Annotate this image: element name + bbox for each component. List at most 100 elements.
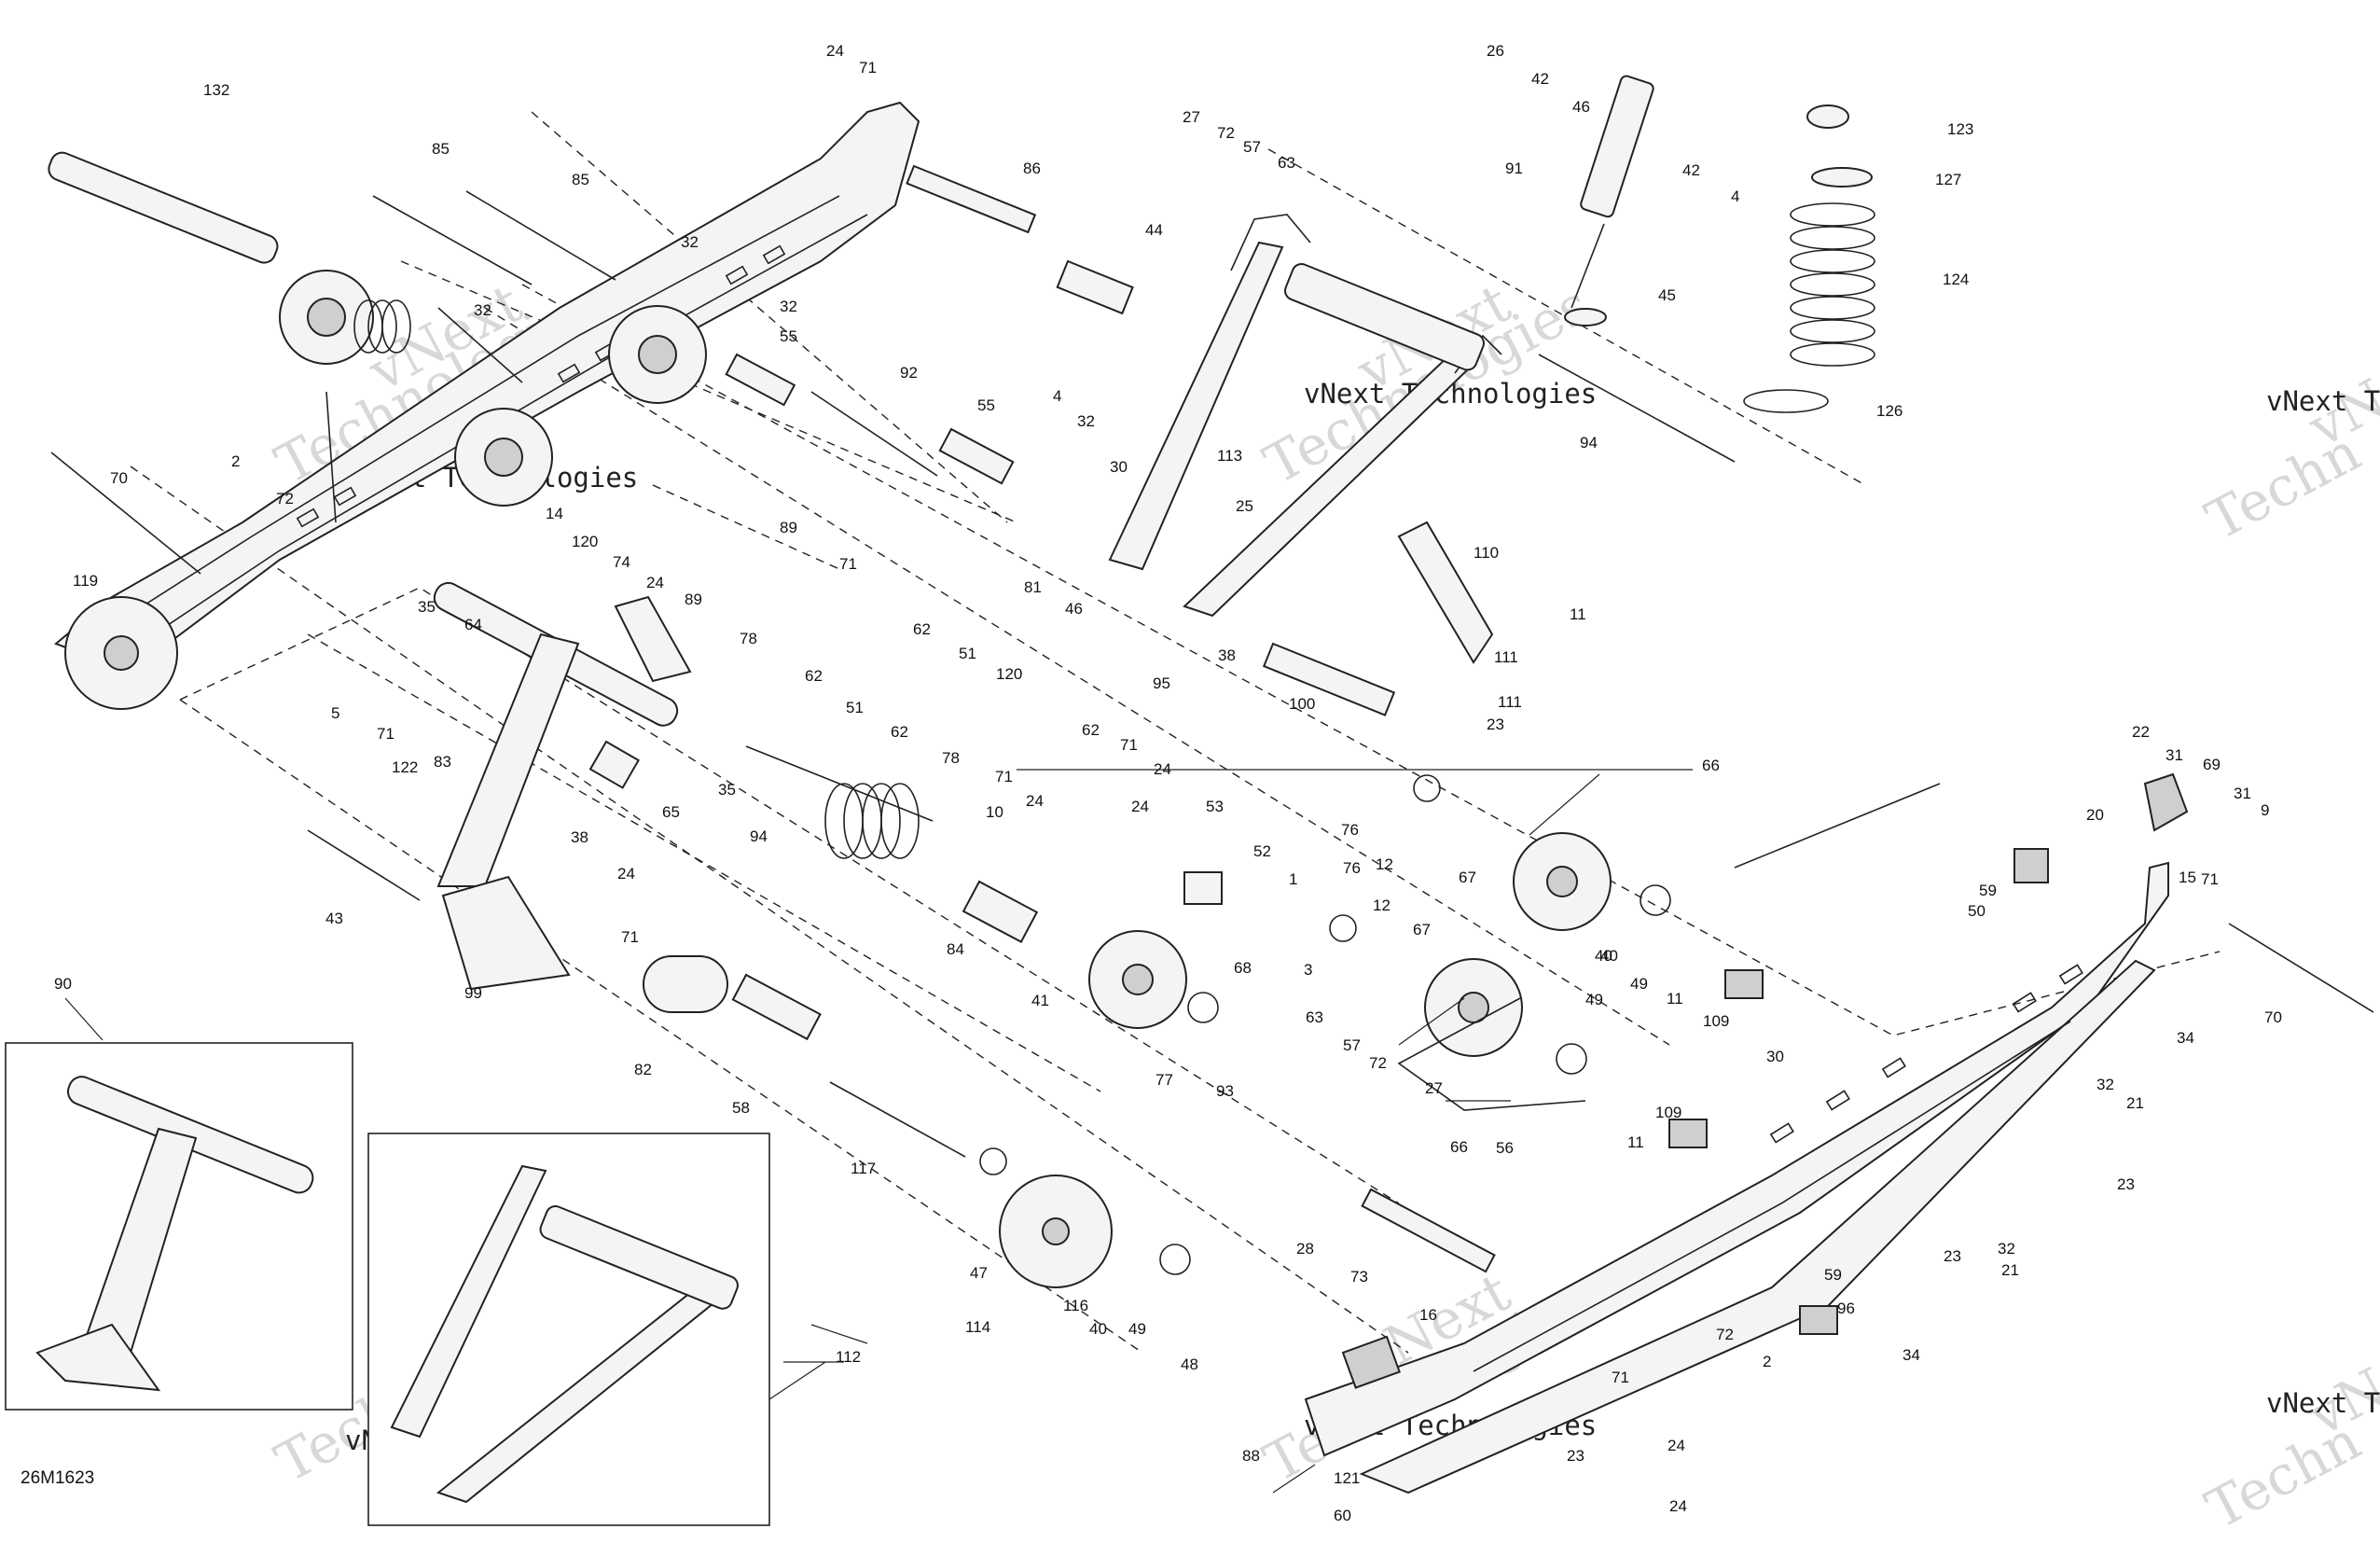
part-number: 47: [970, 1264, 988, 1282]
part-number: 5: [331, 704, 339, 722]
part-number: 92: [900, 364, 918, 382]
part-number: 76: [1343, 859, 1361, 877]
part-number: 59: [1824, 1266, 1842, 1284]
part-number: 14: [546, 505, 563, 522]
front-arm-assembly: [1108, 214, 1502, 664]
watermark-edge-technologies: Techn: [2196, 420, 2371, 553]
part-number: 23: [1567, 1447, 1584, 1465]
part-number: 96: [1837, 1300, 1855, 1317]
assembly-dashed-lines: [130, 111, 2221, 1354]
part-number: 72: [276, 490, 294, 507]
part-number: 71: [377, 725, 394, 743]
part-number: 31: [2234, 785, 2251, 802]
part-number: 132: [203, 81, 229, 99]
part-number: 27: [1425, 1079, 1443, 1097]
inset-front-arm-view: [367, 1133, 770, 1526]
part-number: 72: [1217, 124, 1235, 142]
part-number: 32: [1998, 1240, 2015, 1258]
part-number: 24: [1669, 1497, 1687, 1515]
part-number: 64: [464, 616, 482, 633]
part-number: 35: [718, 781, 736, 799]
part-number: 71: [621, 928, 639, 946]
part-number: 99: [464, 984, 482, 1002]
part-number: 127: [1935, 171, 1961, 188]
part-number: 12: [1373, 897, 1391, 914]
part-number: 71: [839, 555, 857, 573]
part-number: 44: [1145, 221, 1163, 239]
part-number: 55: [780, 327, 797, 345]
rods-and-shafts: [50, 164, 2374, 1273]
part-number: 32: [681, 233, 699, 251]
part-number: 74: [613, 553, 630, 571]
part-number: 86: [1023, 160, 1041, 177]
part-number: 111: [1494, 648, 1518, 666]
part-number: 77: [1155, 1071, 1173, 1089]
part-number: 52: [1253, 842, 1271, 860]
part-number: 24: [1154, 760, 1171, 778]
part-number: 49: [1128, 1320, 1146, 1338]
part-number: 40: [1089, 1320, 1107, 1338]
part-number: 78: [740, 630, 757, 647]
part-number: 72: [1369, 1054, 1387, 1072]
part-number: 49: [1585, 991, 1603, 1008]
part-number: 24: [646, 574, 664, 591]
part-number: 109: [1655, 1104, 1681, 1121]
part-number: 27: [1183, 108, 1200, 126]
part-number: 24: [1131, 798, 1149, 815]
part-number: 23: [2117, 1175, 2135, 1193]
part-number: 71: [995, 768, 1013, 785]
part-number: 62: [1082, 721, 1100, 739]
part-number: 57: [1343, 1036, 1361, 1054]
watermark-label: vNext Technologies: [2266, 385, 2380, 417]
part-number: 30: [1766, 1048, 1784, 1065]
part-number: 34: [2177, 1029, 2194, 1047]
part-number: 55: [977, 396, 995, 414]
part-number: 82: [634, 1061, 652, 1078]
part-number: 62: [805, 667, 823, 685]
part-number: 111: [1498, 693, 1522, 711]
part-number: 53: [1206, 798, 1224, 815]
part-number: 63: [1306, 1008, 1323, 1026]
part-number: 51: [846, 699, 864, 716]
part-number: 120: [572, 533, 598, 550]
part-number: 48: [1181, 1355, 1198, 1373]
callout-leaders: [64, 769, 1693, 1494]
part-number: 2: [1763, 1353, 1771, 1370]
part-number: 76: [1341, 821, 1359, 839]
part-number: 70: [110, 469, 128, 487]
part-number: 24: [617, 865, 635, 883]
part-number: 114: [965, 1318, 990, 1336]
part-number: 34: [1903, 1346, 1920, 1364]
part-number: 117: [851, 1160, 876, 1177]
idler-wheels: [979, 774, 1941, 1288]
part-number: 113: [1217, 447, 1242, 465]
part-number: 25: [1236, 497, 1253, 515]
part-number: 65: [662, 803, 680, 821]
part-number: 3: [1304, 961, 1312, 979]
part-number: 41: [1031, 992, 1049, 1009]
part-number: 89: [685, 591, 702, 608]
part-number: 69: [2203, 756, 2221, 773]
part-number-labels: 132 85 85 32 32 32 24 71 86 27 72 57 63 …: [54, 42, 2282, 1524]
part-number: 83: [434, 753, 451, 771]
part-number: 32: [780, 298, 797, 315]
part-number: 46: [1572, 98, 1590, 116]
part-number: 110: [1474, 544, 1499, 562]
part-number: 73: [1350, 1268, 1368, 1286]
part-number: 71: [2201, 870, 2219, 888]
part-number: 35: [418, 598, 436, 616]
part-number: 4: [1053, 387, 1061, 405]
part-number: 70: [2264, 1008, 2282, 1026]
part-number: 2: [231, 452, 240, 470]
part-number: 46: [1065, 600, 1083, 618]
part-number: 45: [1658, 286, 1676, 304]
part-number: 26: [1487, 42, 1504, 60]
part-number: 32: [474, 301, 491, 319]
part-number: 31: [2166, 746, 2183, 764]
part-number: 68: [1234, 959, 1252, 977]
part-number: 10: [986, 803, 1003, 821]
part-number: 94: [750, 827, 768, 845]
part-number: 56: [1496, 1139, 1514, 1157]
part-number: 12: [1376, 855, 1393, 873]
